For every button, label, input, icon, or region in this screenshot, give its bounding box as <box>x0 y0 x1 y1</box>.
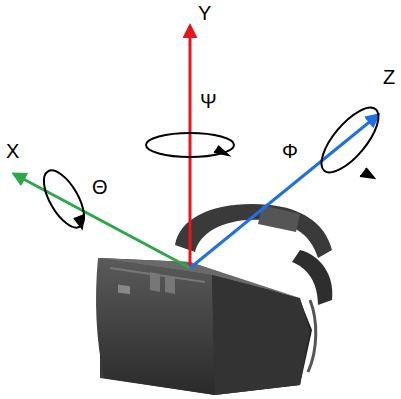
axis-name: Y <box>198 2 211 24</box>
rotation-phi <box>312 99 388 181</box>
axis-name: X <box>6 140 19 162</box>
axis-name: Z <box>383 66 395 88</box>
z-axis <box>190 115 378 268</box>
rotation-symbol: Ψ <box>200 90 217 112</box>
rotation-theta <box>36 164 92 233</box>
headset-body <box>96 258 316 395</box>
rotation-symbol: Θ <box>92 176 108 198</box>
rotation-psi <box>146 133 234 157</box>
rotation-symbol: Φ <box>282 140 298 162</box>
x-axis <box>14 174 190 268</box>
y-axis <box>189 26 192 268</box>
